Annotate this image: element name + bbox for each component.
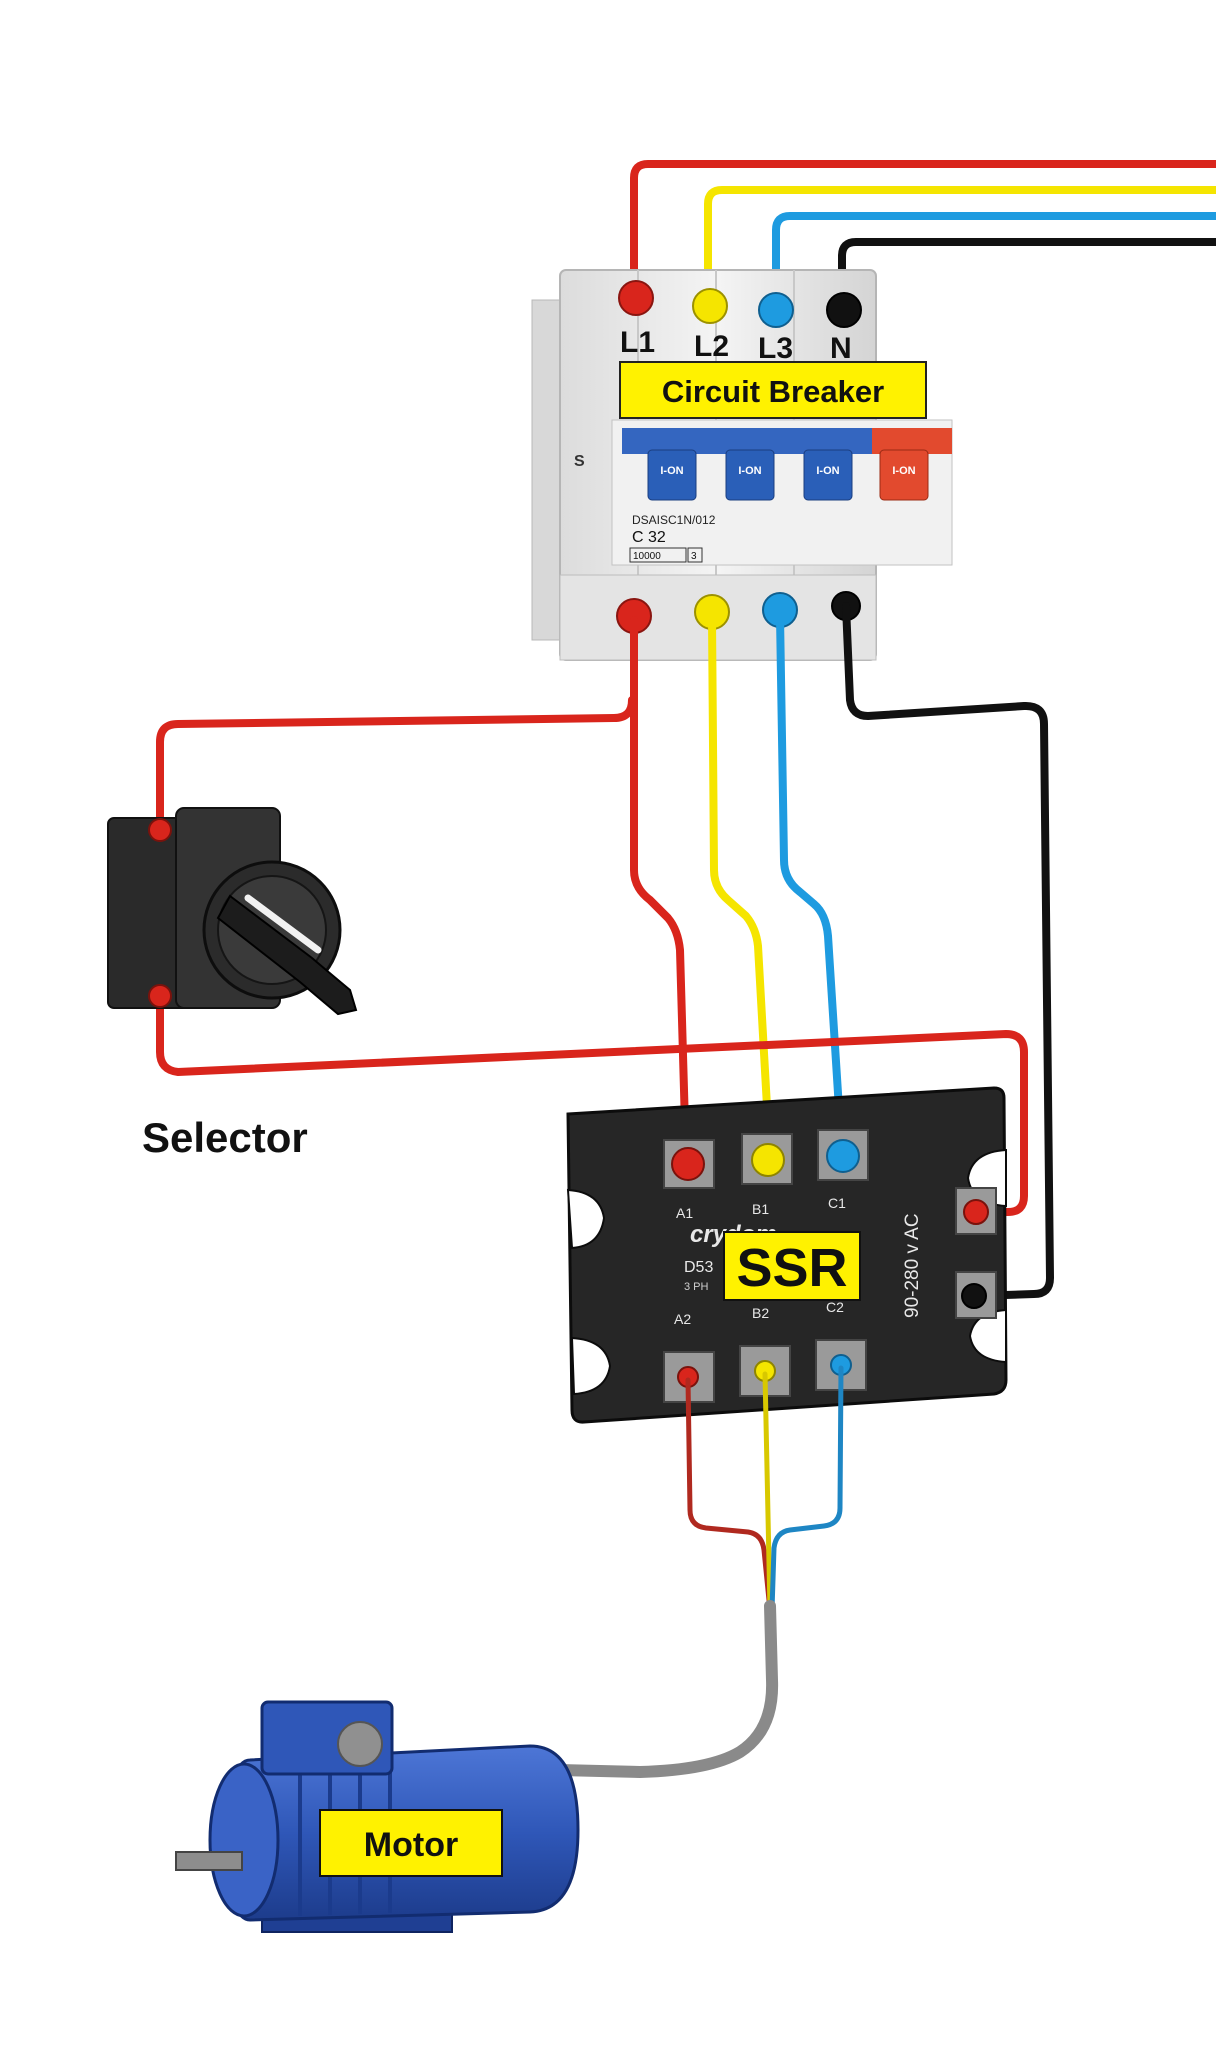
- wire-l2-to-ssr-b1: [708, 614, 774, 1164]
- wire-b2-to-motor: [762, 1371, 773, 1613]
- breaker-model-code: DSAISC1N/012: [632, 513, 716, 527]
- ssr-label: SSR: [736, 1238, 847, 1298]
- supply-wire-l3: [772, 212, 1216, 310]
- wire-l1-to-selector: [156, 696, 636, 834]
- breaker-title: Circuit Breaker: [662, 374, 884, 409]
- breaker-terminal-label-l1: L1: [620, 326, 655, 359]
- breaker-pole-1: I-ON: [647, 449, 697, 501]
- breaker-terminal-label-l2: L2: [694, 330, 729, 363]
- selector-terminal-bottom: [148, 984, 172, 1008]
- breaker-class: 3: [691, 551, 697, 562]
- ssr-control-minus: [961, 1283, 987, 1309]
- wire-selector-to-ssr: [156, 992, 1028, 1216]
- load-wires: [156, 602, 1054, 1300]
- svg-text:I-ON: I-ON: [738, 465, 761, 477]
- selector-label: Selector: [142, 1114, 308, 1161]
- breaker-terminal-label-l3: L3: [758, 332, 793, 365]
- motor-end-shield: [208, 1762, 280, 1918]
- wire-c2-to-motor: [769, 1365, 844, 1613]
- motor-label-box: [319, 1809, 503, 1877]
- motor-cable: [394, 1600, 779, 1778]
- breaker-terminal-l1-top: [618, 280, 654, 316]
- motor-shaft: [175, 1851, 243, 1871]
- wire-a2-to-motor: [685, 1377, 773, 1613]
- selector-knob: [216, 894, 358, 1016]
- ssr-label-box: [723, 1231, 861, 1301]
- ssr-label-a1: A1: [676, 1205, 693, 1221]
- ssr-terminal-a1: [671, 1147, 705, 1181]
- supply-wire-l2: [704, 186, 1216, 306]
- ssr-label-c2: C2: [826, 1299, 844, 1315]
- supply-wire-n: [838, 238, 1216, 312]
- ssr-terminal-b1: [751, 1143, 785, 1177]
- breaker-rating: C 32: [632, 529, 666, 546]
- supply-wire-l1: [630, 160, 1216, 302]
- breaker-terminal-l3-top: [758, 292, 794, 328]
- ssr-voltage: 90-280 v AC: [902, 1213, 923, 1318]
- breaker-terminal-label-n: N: [830, 332, 852, 365]
- ssr-label-b2: B2: [752, 1305, 769, 1321]
- breaker-pole-3: I-ON: [803, 449, 853, 501]
- selector-terminal-top: [148, 818, 172, 842]
- svg-text:I-ON: I-ON: [816, 465, 839, 477]
- ssr-label-a2: A2: [674, 1311, 691, 1327]
- motor-feed-wires: [394, 1365, 844, 1778]
- breaker-pole-n: I-ON: [879, 449, 929, 501]
- ssr-label-c1: C1: [828, 1195, 846, 1211]
- breaker-capacity: 10000: [633, 551, 661, 562]
- supply-wires: [630, 160, 1216, 312]
- svg-text:I-ON: I-ON: [660, 465, 683, 477]
- ssr-model-sub: 3 PH: [684, 1281, 709, 1293]
- wire-l3-to-ssr-c1: [776, 612, 846, 1160]
- selector-switch: Selector: [107, 807, 358, 1161]
- electric-motor: Motor: [175, 1700, 580, 1933]
- breaker-terminal-n-top: [826, 292, 862, 328]
- solid-state-relay: A1 B1 C1 crydom D53 3 PH SSR 90-280 v AC…: [566, 1086, 1008, 1424]
- breaker-terminal-l2-top: [692, 288, 728, 324]
- breaker-title-box: [619, 361, 927, 419]
- breaker-pole-2: I-ON: [725, 449, 775, 501]
- ssr-label-b1: B1: [752, 1201, 769, 1217]
- ssr-control-plus: [963, 1199, 989, 1225]
- wire-neutral-to-ssr: [842, 602, 1054, 1300]
- ssr-model: D53: [684, 1259, 713, 1276]
- svg-text:I-ON: I-ON: [892, 465, 915, 477]
- circuit-breaker: L1 L2 L3 N Circuit Breaker I-ON I-ON I-O…: [531, 269, 953, 661]
- motor-label: Motor: [364, 1826, 458, 1864]
- wire-l1-to-ssr-a1: [630, 616, 690, 1164]
- ssr-terminal-c1: [826, 1139, 860, 1173]
- breaker-side-mark: S: [574, 453, 585, 470]
